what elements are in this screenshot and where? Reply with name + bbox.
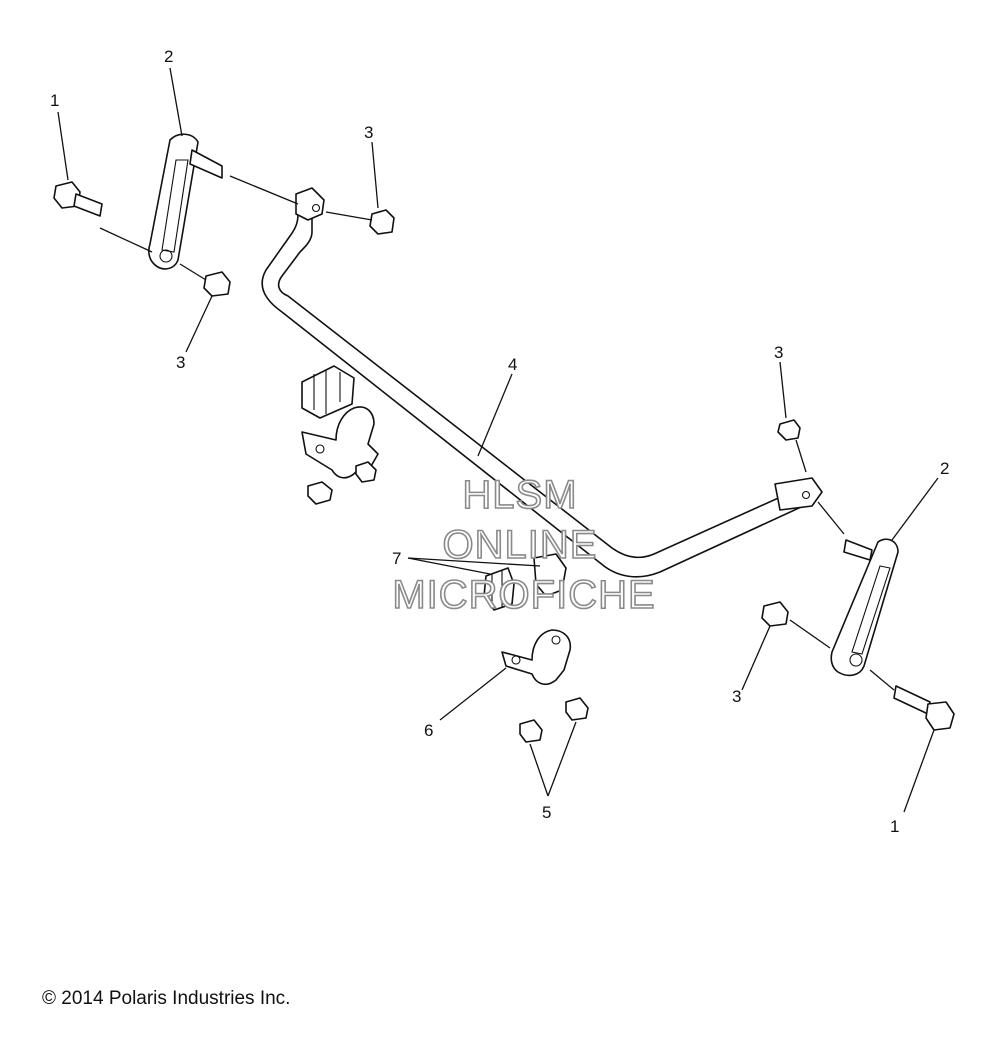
bushing-lower [483,553,567,611]
callout-3-top: 3 [364,123,373,142]
link-left [148,133,223,270]
callout-3-right-bottom: 3 [732,687,741,706]
callout-2-right: 2 [940,459,949,478]
copyright-notice: © 2014 Polaris Industries Inc. [42,988,291,1009]
link-right [830,538,899,677]
callout-5: 5 [542,803,551,822]
callout-3-right-top: 3 [774,343,783,362]
watermark-line-1: HLSM [462,473,577,517]
callout-6: 6 [424,721,433,740]
flange-nut [203,209,801,627]
watermark: HLSM ONLINE MICROFICHE [392,472,656,618]
watermark-line-3: MICROFICHE [392,573,655,617]
callout-labels: 1 2 3 3 4 3 2 7 3 6 5 1 [50,47,949,836]
callout-1-left: 1 [50,91,59,110]
bushing-on-bar [301,365,355,419]
bracket-lower [501,629,572,686]
nut-small [307,461,589,743]
callout-3-left: 3 [176,353,185,372]
callout-7: 7 [392,549,401,568]
leader-lines [57,67,939,813]
callout-1-right: 1 [890,817,899,836]
bolt-right [893,685,955,731]
sway-bar [261,187,823,578]
callout-4: 4 [508,355,517,374]
bolt-left [53,181,103,217]
callout-2-left: 2 [164,47,173,66]
watermark-line-2: ONLINE [443,523,598,567]
